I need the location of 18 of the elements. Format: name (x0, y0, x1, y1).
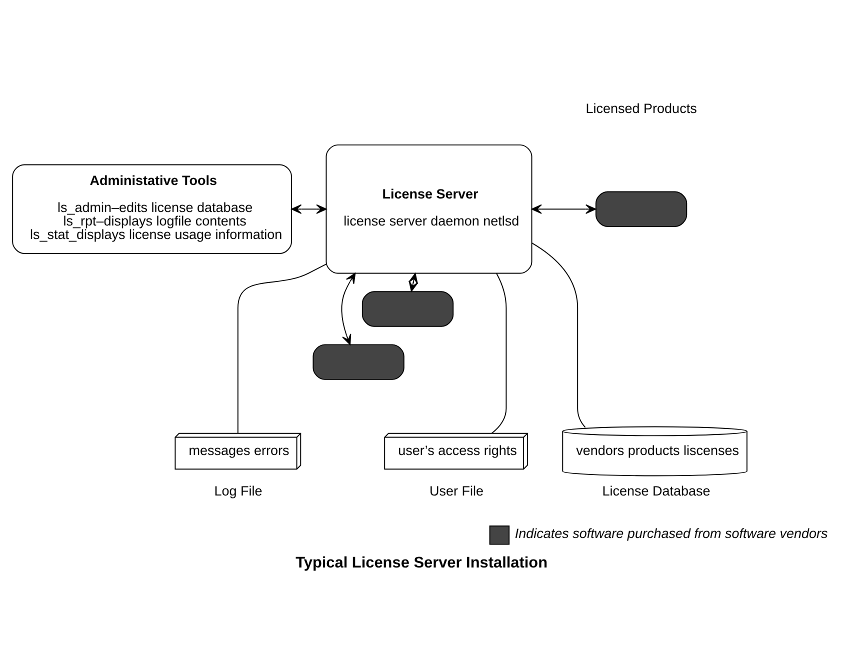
node-label: User File (429, 483, 484, 498)
legend-label: Indicates software purchased from software vendors (514, 526, 828, 541)
connector (491, 273, 507, 434)
arrow (531, 204, 596, 214)
arrow (341, 272, 356, 346)
arrow (408, 273, 418, 292)
connector (531, 242, 586, 428)
node-box (362, 291, 454, 327)
diagram-title: Typical License Server Installation (296, 554, 548, 572)
node-box (595, 191, 688, 227)
node-box (312, 344, 404, 380)
connector (237, 264, 327, 434)
node-box: License Server license server daemon netlsd (326, 144, 532, 274)
arrow (291, 204, 327, 214)
label: Licensed Products (586, 100, 697, 116)
node-label: Log File (214, 483, 262, 498)
node-label: License Database (602, 483, 710, 498)
node-box: Administative Tools ls_admin–edits license database ls_rpt–displays logfile contents ls_stat_displays license usage information (12, 164, 292, 254)
